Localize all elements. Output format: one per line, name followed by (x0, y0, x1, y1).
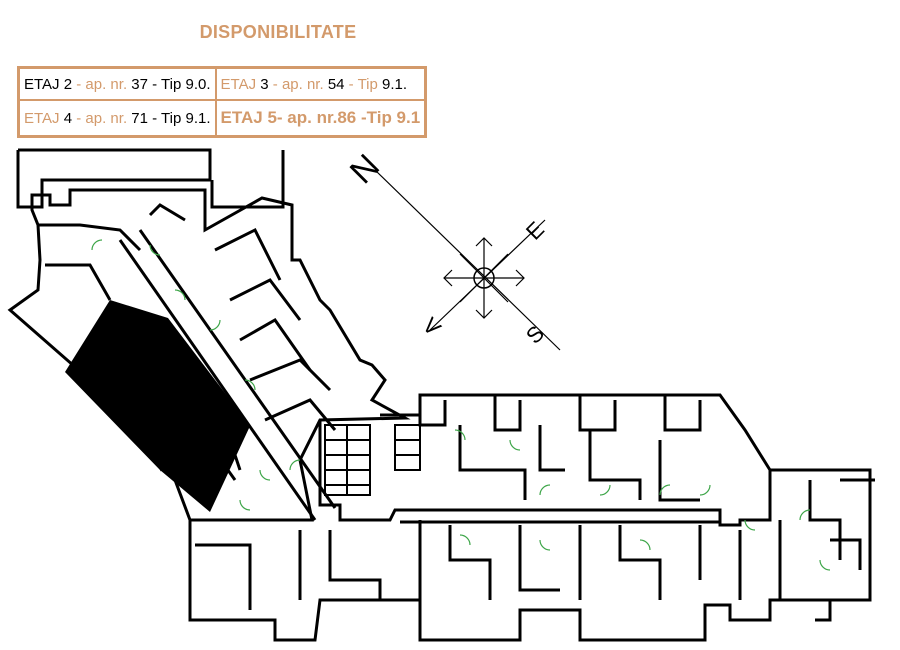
door-swings (91, 239, 831, 571)
east-wing-walls (188, 393, 875, 642)
page-title: DISPONIBILITATE (199, 22, 357, 42)
east-corridor (395, 508, 720, 524)
filled-block (65, 300, 250, 512)
table-row: ETAJ 2 - ap. nr. 37 - Tip 9.0. ETAJ 3 - … (17, 66, 427, 101)
cell-etaj-4[interactable]: ETAJ 4 - ap. nr. 71 - Tip 9.1. (17, 99, 217, 138)
staircase (324, 424, 421, 496)
compass (374, 169, 561, 351)
north-corridor (118, 229, 337, 521)
table-row: ETAJ 4 - ap. nr. 71 - Tip 9.1. ETAJ 5- a… (17, 99, 427, 138)
availability-table: ETAJ 2 - ap. nr. 37 - Tip 9.0. ETAJ 3 - … (17, 66, 428, 138)
cell-etaj-2[interactable]: ETAJ 2 - ap. nr. 37 - Tip 9.0. (17, 66, 217, 101)
cell-etaj-3[interactable]: ETAJ 3 - ap. nr. 54 - Tip 9.1. (214, 66, 427, 101)
cell-etaj-5[interactable]: ETAJ 5- ap. nr.86 -Tip 9.1 (214, 99, 427, 138)
